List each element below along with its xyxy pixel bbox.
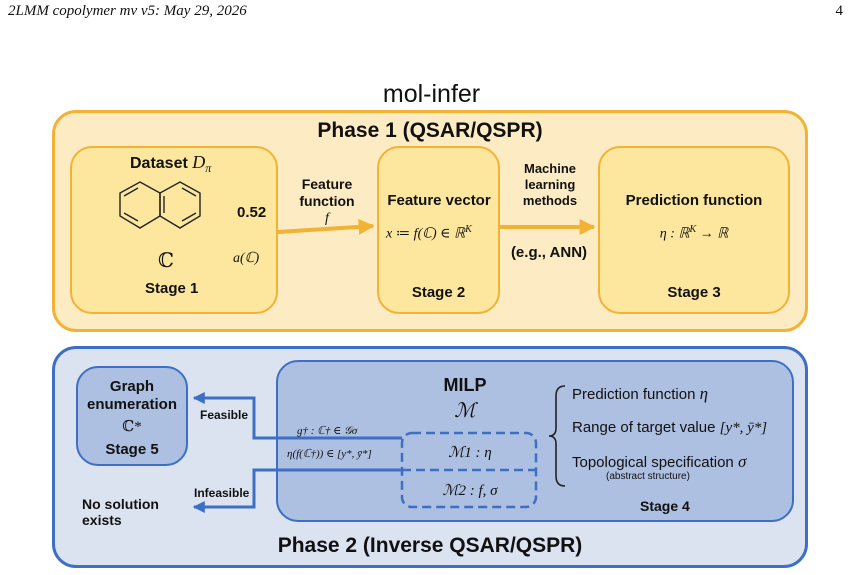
phase1-label: Phase 1 (QSAR/QSPR) <box>317 119 543 142</box>
stage3-box <box>598 146 790 314</box>
stage2-label: Stage 2 <box>411 284 466 301</box>
stage1-label: Stage 1 <box>145 280 199 297</box>
phase2-label: Phase 2 (Inverse QSAR/QSPR) <box>277 534 583 557</box>
spec-brace <box>548 385 566 487</box>
milp-title: MILP <box>443 375 487 395</box>
feature-function-label: Feature function f <box>299 176 355 226</box>
stage3-title: Prediction function <box>625 192 763 209</box>
stage5-label: Stage 5 <box>105 441 159 458</box>
naphthalene-structure <box>119 181 201 229</box>
prediction-formula: η : ℝK → ℝ <box>659 224 729 242</box>
submodel-m1: ℳ1 : η <box>448 445 492 461</box>
spec-target-range: Range of target value [y*, ȳ*] <box>572 419 768 436</box>
spec-prediction-function: Prediction function η <box>572 384 709 403</box>
diagram-title: mol-infer <box>382 80 481 108</box>
feature-vector-formula: x ≔ f(ℂ) ∈ ℝK <box>386 224 472 242</box>
infeasible-line <box>192 468 402 513</box>
ml-example-label: (e.g., ANN) <box>510 244 588 261</box>
arrow-stage1-to-stage2 <box>277 218 375 235</box>
output-graph-label: g† : ℂ† ∈ 𝒢σ <box>297 425 358 437</box>
page-number: 4 <box>835 3 844 19</box>
stage3-label: Stage 3 <box>667 284 721 301</box>
spec-topological: Topological specification σ <box>572 452 747 471</box>
stage2-box <box>377 146 500 314</box>
feasible-label: Feasible <box>200 408 249 422</box>
property-value: 0.52 <box>237 204 267 221</box>
property-function-label: a(ℂ) <box>233 251 260 266</box>
dataset-subscript: π <box>205 161 212 176</box>
infeasible-label: Infeasible <box>194 486 250 500</box>
dataset-label: Dataset Dπ <box>130 152 212 176</box>
submodel-m2: ℳ2 : f, σ <box>442 483 498 499</box>
feedback-line <box>192 392 402 440</box>
stage5-box <box>76 366 188 466</box>
enumerated-set-symbol: ℂ* <box>122 419 142 435</box>
ml-methods-label: Machine learning methods <box>522 161 578 208</box>
dataset-symbol: D <box>192 152 206 172</box>
output-value-label: η(f(ℂ†)) ∈ [y*, ȳ*] <box>287 448 372 460</box>
stage4-label: Stage 4 <box>640 498 690 514</box>
stage2-title: Feature vector <box>387 192 491 209</box>
running-title: 2LMM copolymer mv v5: May 29, 2026 <box>8 3 247 19</box>
milp-symbol: ℳ <box>454 400 476 422</box>
compound-symbol: ℂ <box>158 250 174 272</box>
no-solution-label: No solution exists <box>82 496 159 528</box>
stage5-title: Graph enumeration <box>86 378 177 413</box>
stage1-box <box>70 146 278 314</box>
spec-topological-note: (abstract structure) <box>606 471 690 482</box>
